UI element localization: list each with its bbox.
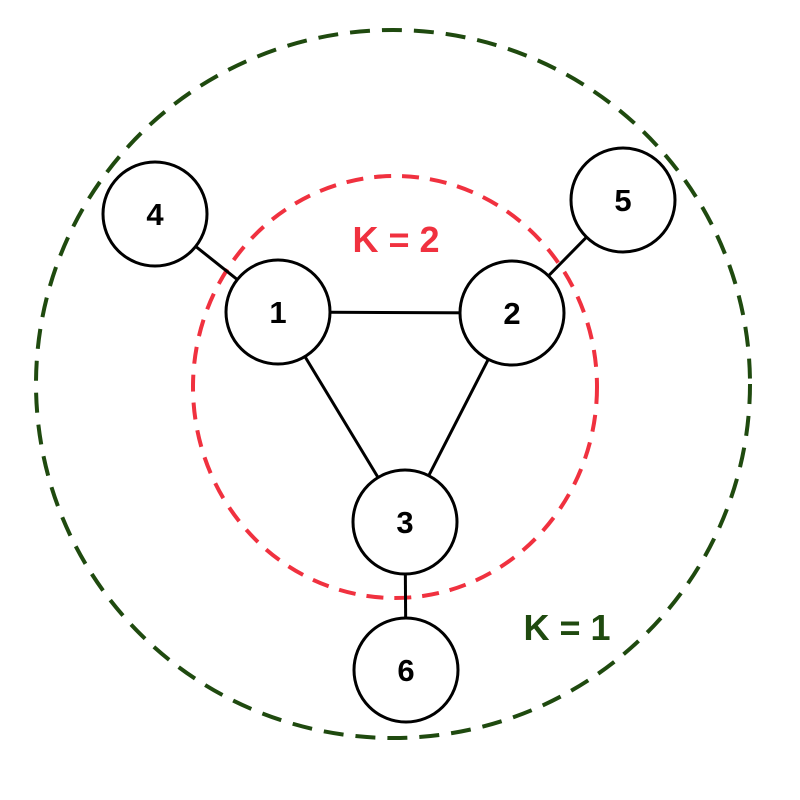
- inner-shell-boundary: [191, 174, 599, 600]
- node-2: 2: [458, 259, 566, 367]
- node-3: 3: [351, 468, 459, 576]
- inner-shell-label: K = 2: [352, 219, 439, 260]
- node-5: 5: [569, 146, 677, 254]
- outer-shell-boundary: [34, 28, 752, 740]
- node-circle: [351, 468, 459, 576]
- node-circle: [224, 258, 332, 366]
- node-4: 4: [101, 160, 209, 268]
- node-label: 2: [503, 296, 520, 331]
- node-group: 1 2 3 4 5 6: [101, 146, 677, 724]
- node-label: 5: [614, 183, 631, 218]
- node-label: 3: [396, 505, 413, 540]
- node-label: 6: [397, 653, 414, 688]
- node-circle: [101, 160, 209, 268]
- node-1: 1: [224, 258, 332, 366]
- node-label: 1: [269, 295, 286, 330]
- node-circle: [352, 616, 460, 724]
- node-circle: [458, 259, 566, 367]
- node-circle: [569, 146, 677, 254]
- node-6: 6: [352, 616, 460, 724]
- edge-group: [154, 198, 625, 671]
- outer-shell-label: K = 1: [523, 607, 610, 648]
- node-label: 4: [146, 197, 164, 232]
